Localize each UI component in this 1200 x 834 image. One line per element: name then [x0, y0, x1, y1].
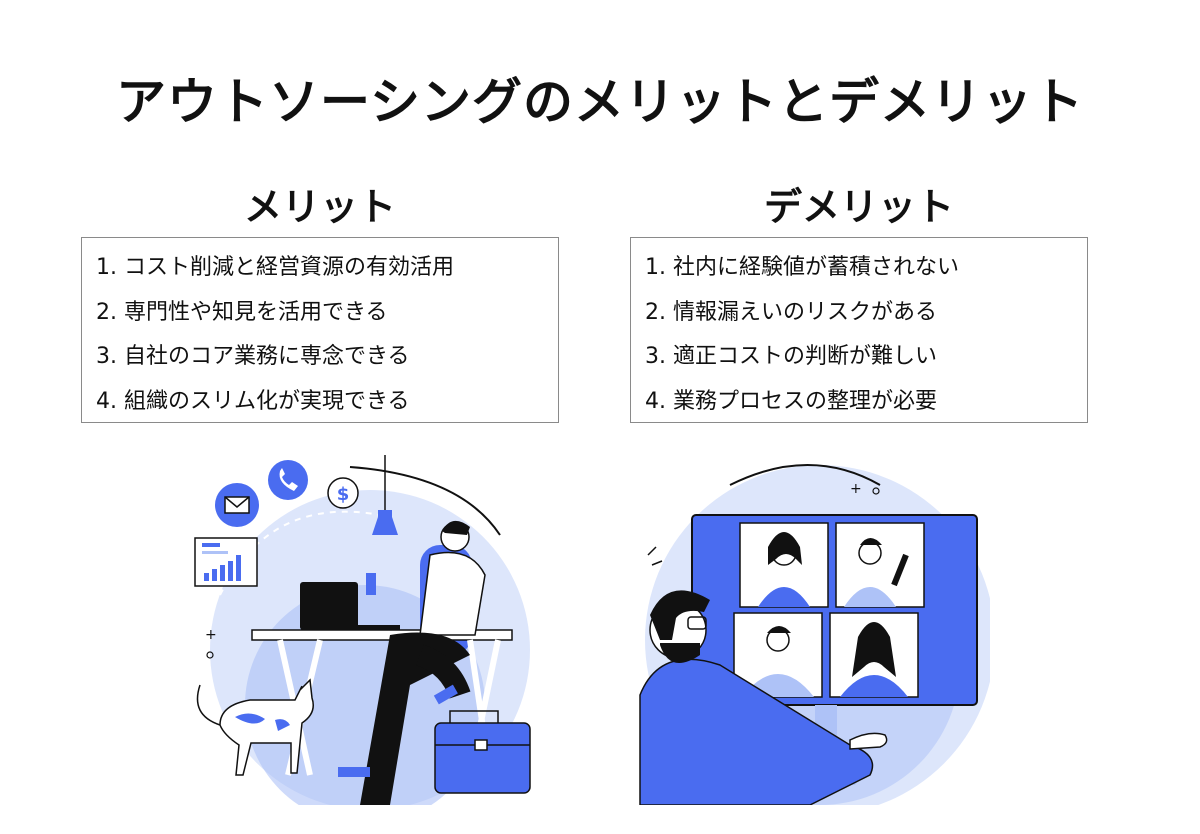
video-call-participants — [733, 522, 925, 698]
laptop-icon — [300, 582, 400, 630]
merits-list: 1. コスト削減と経営資源の有効活用 2. 専門性や知見を活用できる 3. 自社… — [96, 246, 558, 424]
remote-worker-illustration: $ — [194, 455, 531, 805]
demerits-list-box: 1. 社内に経験値が蓄積されない 2. 情報漏えいのリスクがある 3. 適正コス… — [630, 237, 1088, 423]
demerits-list: 1. 社内に経験値が蓄積されない 2. 情報漏えいのリスクがある 3. 適正コス… — [645, 246, 1087, 424]
mail-icon — [215, 483, 259, 527]
merit-item: 4. 組織のスリム化が実現できる — [96, 388, 410, 414]
merits-list-box: 1. コスト削減と経営資源の有効活用 2. 専門性や知見を活用できる 3. 自社… — [81, 237, 559, 423]
merits-heading: メリット — [243, 185, 396, 229]
chart-icon — [194, 537, 258, 587]
demerit-item: 2. 情報漏えいのリスクがある — [645, 299, 937, 325]
page-title: アウトソーシングのメリットとデメリット — [116, 73, 1084, 131]
svg-text:+: + — [205, 627, 217, 643]
demerits-heading: デメリット — [763, 185, 954, 229]
demerit-item: 1. 社内に経験値が蓄積されない — [645, 255, 959, 280]
phone-icon — [268, 460, 308, 500]
person — [338, 520, 486, 805]
cat — [196, 678, 314, 776]
lamp-icon — [372, 455, 398, 535]
merit-item: 3. 自社のコア業務に専念できる — [96, 344, 410, 369]
svg-text:+: + — [850, 481, 862, 497]
merit-item: 2. 専門性や知見を活用できる — [96, 299, 388, 325]
video-call-illustration: + — [639, 464, 990, 805]
person — [639, 590, 888, 805]
demerit-item: 4. 業務プロセスの整理が必要 — [645, 388, 937, 414]
dollar-icon: $ — [327, 477, 359, 509]
merit-item: 1. コスト削減と経営資源の有効活用 — [96, 255, 454, 280]
demerit-item: 3. 適正コストの判断が難しい — [645, 344, 937, 369]
svg-text:$: $ — [337, 484, 350, 505]
briefcase-icon — [434, 710, 531, 794]
